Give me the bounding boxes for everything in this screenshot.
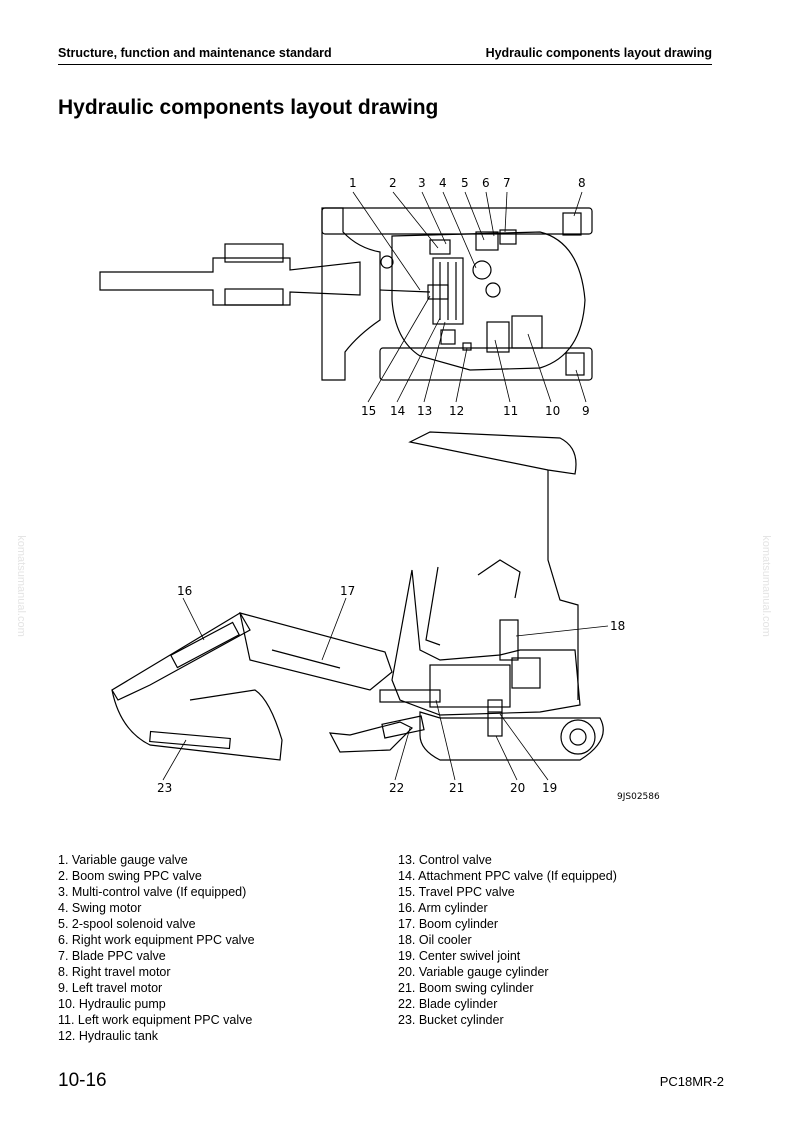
legend-item: 6. Right work equipment PPC valve [58, 933, 255, 947]
callout-2: 2 [389, 176, 397, 190]
top-leader-lines [352, 191, 587, 403]
callout-14: 14 [390, 404, 405, 418]
hydraulic-layout-drawing: 1 2 3 4 5 6 7 8 15 14 13 12 11 10 9 16 1… [99, 176, 660, 802]
callout-16: 16 [177, 584, 192, 598]
side-leader-lines [162, 597, 609, 781]
page-number: 10-16 [58, 1070, 107, 1091]
legend-item: 21. Boom swing cylinder [398, 981, 534, 995]
legend-item: 12. Hydraulic tank [58, 1029, 159, 1043]
callout-15: 15 [361, 404, 376, 418]
top-view-machine [99, 207, 593, 381]
callout-20: 20 [510, 781, 525, 795]
legend-item: 2. Boom swing PPC valve [58, 869, 202, 883]
legend-item: 14. Attachment PPC valve (If equipped) [398, 869, 617, 883]
callout-6: 6 [482, 176, 490, 190]
callout-13: 13 [417, 404, 432, 418]
legend-item: 18. Oil cooler [398, 933, 472, 947]
legend-item: 15. Travel PPC valve [398, 885, 515, 899]
callout-10: 10 [545, 404, 560, 418]
legend-item: 23. Bucket cylinder [398, 1013, 504, 1027]
legend-item: 17. Boom cylinder [398, 917, 499, 931]
callout-21: 21 [449, 781, 464, 795]
header-chapter-title: Hydraulic components layout drawing [485, 46, 712, 60]
legend-left-column: 1. Variable gauge valve 2. Boom swing PP… [58, 852, 255, 1044]
callout-7: 7 [503, 176, 511, 190]
callout-17: 17 [340, 584, 355, 598]
legend-item: 20. Variable gauge cylinder [398, 965, 549, 979]
page-title: Hydraulic components layout drawing [58, 96, 439, 119]
callout-22: 22 [389, 781, 404, 795]
callout-3: 3 [418, 176, 426, 190]
legend-item: 7. Blade PPC valve [58, 949, 166, 963]
page-header: Structure, function and maintenance stan… [58, 46, 712, 65]
legend-item: 8. Right travel motor [58, 965, 171, 979]
legend-item: 16. Arm cylinder [398, 901, 488, 915]
legend-right-column: 13. Control valve 14. Attachment PPC val… [398, 852, 617, 1028]
legend-item: 22. Blade cylinder [398, 997, 498, 1011]
legend-item: 11. Left work equipment PPC valve [58, 1013, 253, 1027]
model-name: PC18MR-2 [659, 1074, 724, 1089]
legend-item: 5. 2-spool solenoid valve [58, 917, 196, 931]
header-section-title: Structure, function and maintenance stan… [58, 46, 332, 60]
legend-item: 13. Control valve [398, 853, 492, 867]
figure-code: 9JS02586 [617, 792, 660, 802]
legend-item: 19. Center swivel joint [398, 949, 521, 963]
callout-23: 23 [157, 781, 172, 795]
callout-11: 11 [503, 404, 518, 418]
legend-item: 10. Hydraulic pump [58, 997, 166, 1011]
side-view-machine [111, 431, 604, 761]
legend-item: 9. Left travel motor [58, 981, 163, 995]
callout-19: 19 [542, 781, 557, 795]
callout-12: 12 [449, 404, 464, 418]
callout-18: 18 [610, 619, 625, 633]
callout-1: 1 [349, 176, 357, 190]
legend-item: 4. Swing motor [58, 901, 142, 915]
legend-item: 1. Variable gauge valve [58, 853, 188, 867]
callout-9: 9 [582, 404, 590, 418]
callout-5: 5 [461, 176, 469, 190]
legend-item: 3. Multi-control valve (If equipped) [58, 885, 247, 899]
callout-8: 8 [578, 176, 586, 190]
callout-4: 4 [439, 176, 447, 190]
